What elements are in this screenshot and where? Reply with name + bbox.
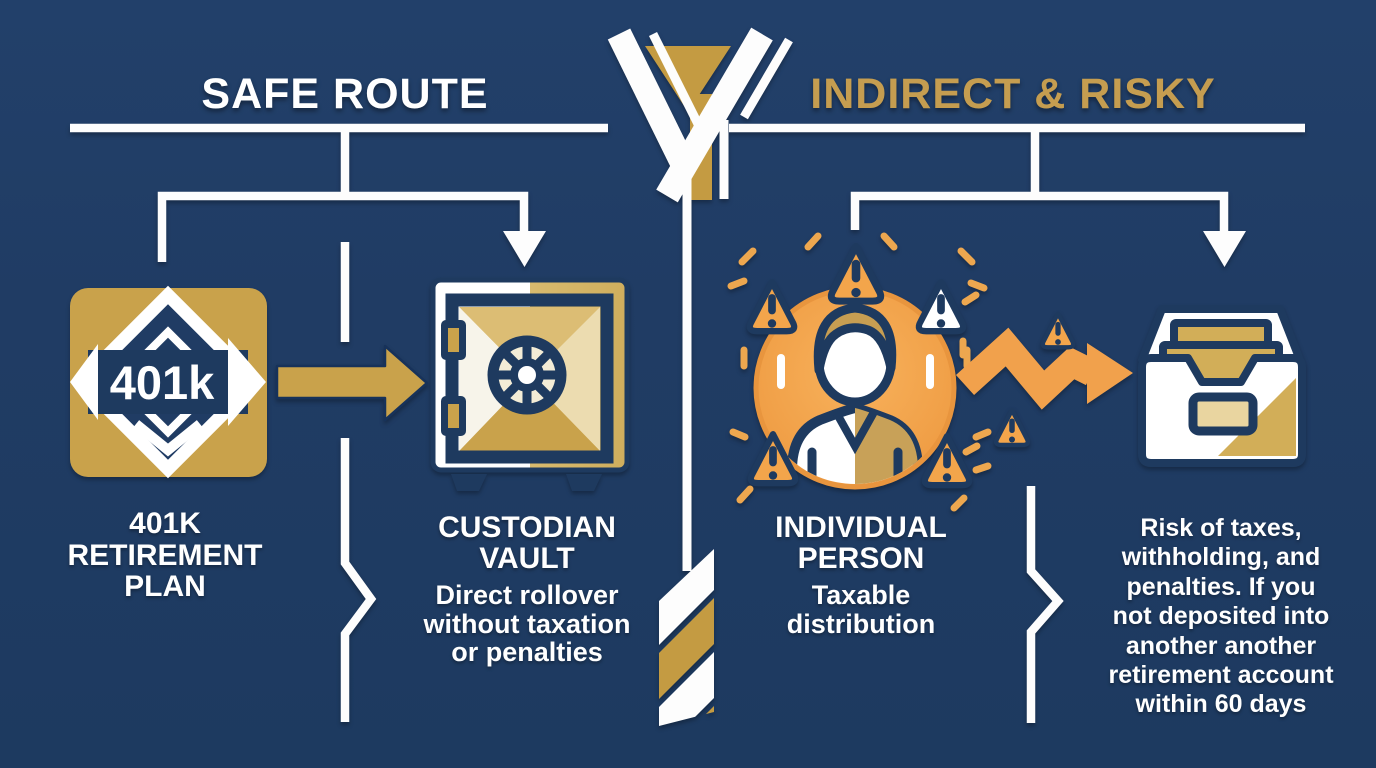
plan-label-line: PLAN: [124, 570, 206, 603]
risk-desc-line: not deposited into: [1112, 602, 1330, 631]
risk-desc-line: penalties. If you: [1126, 572, 1316, 601]
plan-label: 401K RETIREMENT PLAN: [25, 508, 305, 603]
vault-hinges: [441, 320, 466, 436]
warning-triangle-icon: [996, 410, 1028, 445]
file-box-icon: [1138, 305, 1306, 467]
person-title-line: INDIVIDUAL: [775, 511, 947, 544]
zigzag-risk-arrow-icon: [955, 314, 1133, 445]
down-arrowhead-icon: [503, 231, 546, 267]
risk-desc-line: retirement account: [1108, 661, 1334, 690]
center-divider: [607, 27, 793, 726]
risk-desc-line: within 60 days: [1135, 690, 1307, 719]
right-arrow-notch-icon: [228, 338, 266, 426]
warning-triangle-icon: [919, 282, 963, 331]
vault-dial-icon: [487, 335, 567, 415]
vault-icon: [430, 277, 630, 491]
person-title-line: PERSON: [797, 542, 925, 575]
vault-title: CUSTODIAN VAULT: [387, 512, 667, 574]
warning-triangle-icon: [750, 282, 794, 331]
vault-door-frame: [445, 293, 614, 464]
badge-401k-text: 401k: [110, 356, 215, 409]
risky-bracket-line: [850, 191, 1229, 232]
divider-stripes: [607, 27, 793, 571]
indirect-risky-header: INDIRECT & RISKY: [810, 70, 1216, 118]
vault-description: Direct rollover without taxation or pena…: [377, 581, 677, 667]
risky-chevron-line: [1026, 486, 1064, 723]
plan-label-line: RETIREMENT: [67, 538, 263, 572]
safe-bracket-line: [157, 191, 529, 262]
vault-title-line: VAULT: [479, 542, 575, 575]
vault-foot: [451, 474, 487, 491]
down-arrowhead-icon: [1203, 231, 1246, 267]
risk-desc-line: another another: [1125, 631, 1317, 660]
person-title: INDIVIDUAL PERSON: [721, 512, 1001, 574]
risk-desc-line: withholding, and: [1121, 543, 1321, 572]
risk-description: Risk of taxes, withholding, and penaltie…: [1073, 514, 1369, 720]
401k-plan-icon: 401k: [70, 285, 267, 479]
warning-rays: [727, 232, 992, 512]
person-desc-line: Taxable: [811, 580, 911, 610]
vault-foot: [566, 474, 602, 491]
person-description: Taxable distribution: [711, 581, 1011, 638]
plan-label-line: 401K: [129, 507, 201, 540]
vault-desc-line: or penalties: [451, 637, 603, 667]
warning-triangle-icon: [1043, 314, 1073, 348]
safe-chevron-line: [340, 438, 377, 722]
vault-desc-line: without taxation: [423, 608, 631, 639]
vault-title-line: CUSTODIAN: [438, 511, 616, 544]
vault-desc-line: Direct rollover: [435, 580, 619, 610]
risky-branch-connector: [729, 123, 1305, 723]
safe-branch-connector: [70, 123, 608, 722]
warning-triangle-icon: [831, 246, 880, 301]
risk-desc-line: Risk of taxes,: [1140, 514, 1302, 542]
person-warning-icon: [727, 232, 992, 512]
safe-route-header: SAFE ROUTE: [201, 70, 489, 118]
left-arrow-notch-icon: [70, 344, 98, 420]
filebox-label-plate: [1188, 392, 1258, 436]
divider-barber-column: [659, 549, 714, 726]
badge-band: [88, 350, 248, 414]
transfer-arrow-icon: [275, 344, 429, 422]
person-desc-line: distribution: [786, 608, 936, 639]
person-hair: [813, 303, 897, 375]
